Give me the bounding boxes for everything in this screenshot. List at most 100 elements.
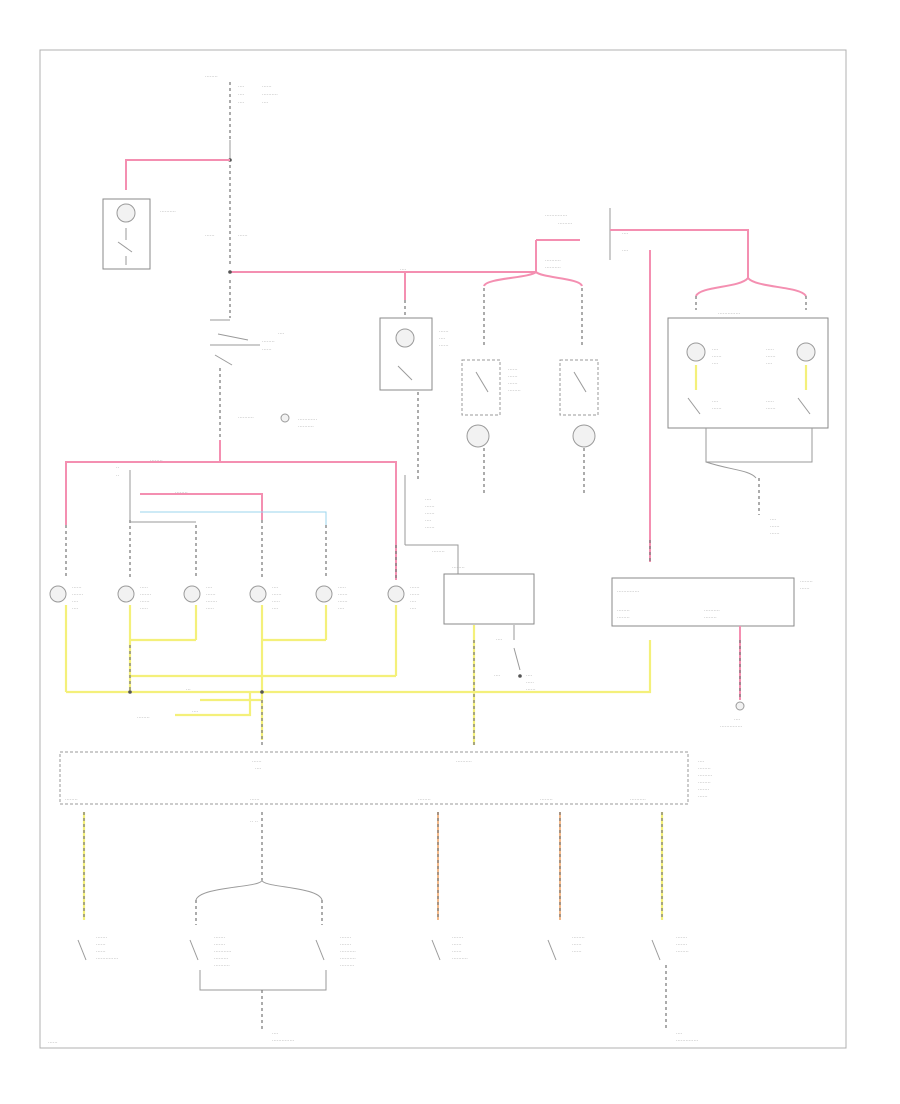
svg-text:......: ...... [140, 598, 150, 604]
svg-text:.....: ..... [140, 584, 148, 590]
svg-text:......: ...... [572, 941, 582, 947]
svg-text:....: .... [712, 346, 719, 352]
svg-text:..........: .......... [545, 264, 561, 270]
svg-text:....: .... [712, 398, 719, 404]
svg-text:......: ...... [508, 373, 518, 379]
svg-text:....: .... [622, 230, 629, 236]
bottom-switch-row: ....... ...... ...... .............. ...… [77, 934, 689, 968]
svg-text:.......: ....... [340, 934, 352, 940]
svg-text:......: ...... [206, 591, 216, 597]
svg-text:......: ...... [425, 524, 435, 530]
svg-text:......: ...... [712, 405, 722, 411]
svg-text:........: ........ [572, 934, 585, 940]
svg-text:......: ...... [272, 591, 282, 597]
svg-text:....: .... [410, 598, 417, 604]
svg-text:........: ........ [205, 73, 218, 79]
svg-text:......: ...... [452, 948, 462, 954]
svg-text:.......: ....... [676, 941, 688, 947]
svg-text:........: ........ [698, 779, 711, 785]
svg-text:......: ...... [439, 328, 449, 334]
svg-text:..........: .......... [630, 796, 646, 802]
svg-text:..............: .............. [545, 212, 568, 218]
svg-text:......: ...... [452, 941, 462, 947]
svg-text:....: .... [262, 99, 269, 105]
svg-text:..........: .......... [340, 948, 356, 954]
lamp-4: ................... [249, 584, 282, 611]
svg-text:..............: .............. [718, 310, 741, 316]
svg-text:..............: .............. [720, 723, 743, 729]
svg-text:....: .... [238, 99, 245, 105]
svg-text:....: .... [410, 605, 417, 611]
svg-text:........: ........ [418, 796, 431, 802]
svg-text:..........: .......... [545, 257, 561, 263]
svg-text:......: ...... [410, 591, 420, 597]
svg-text:........: ........ [508, 387, 521, 393]
svg-text:......: ...... [698, 793, 708, 799]
svg-text:...........: ........... [214, 948, 232, 954]
svg-text:..........: .......... [340, 955, 356, 961]
svg-text:.....: ..... [526, 679, 534, 685]
lamp-1: ..................... [49, 584, 84, 611]
illuminated-entry-module [611, 577, 795, 627]
svg-text:..........: .......... [262, 91, 278, 97]
lamp-5: ..................... [315, 584, 348, 611]
svg-text:......: ...... [766, 353, 776, 359]
svg-text:..: .. [116, 472, 120, 478]
svg-text:......: ...... [262, 346, 272, 352]
svg-text:..........: .......... [298, 423, 314, 429]
svg-text:..........: .......... [238, 414, 254, 420]
fuse-block-label: ........ ...... .......... .... .... ...… [205, 73, 278, 105]
svg-text:....: .... [72, 605, 79, 611]
svg-text:.......: ....... [214, 934, 226, 940]
svg-text:..........: .......... [452, 955, 468, 961]
svg-text:......: ...... [72, 584, 82, 590]
svg-text:....: .... [734, 716, 741, 722]
svg-text:......: ...... [338, 598, 348, 604]
svg-text:....: .... [338, 605, 345, 611]
reading-lamp-assembly: .............. .... ...... .... ..... ..… [667, 310, 829, 429]
svg-text:......: ...... [425, 510, 435, 516]
svg-text:......: ...... [425, 503, 435, 509]
svg-text:..............: .............. [617, 588, 640, 594]
dimmer-module-label: ........ [452, 564, 465, 570]
lamp-2: ....................... [117, 584, 152, 611]
svg-text:......: ...... [766, 405, 776, 411]
svg-text:..............: .............. [272, 1037, 295, 1043]
svg-text:.......: ....... [452, 934, 464, 940]
svg-text:....: .... [206, 584, 213, 590]
svg-text:..........: .......... [214, 962, 230, 968]
svg-text:...: ... [186, 686, 191, 692]
svg-text:......: ...... [205, 232, 215, 238]
svg-text:......: ...... [96, 941, 106, 947]
svg-text:......: ...... [238, 232, 248, 238]
svg-text:.......: ....... [214, 941, 226, 947]
corner-label: ...... [48, 1039, 58, 1045]
svg-text:....: .... [238, 91, 245, 97]
svg-text:......: ...... [250, 796, 260, 802]
svg-text:........: ........ [617, 607, 630, 613]
svg-text:......: ...... [508, 366, 518, 372]
svg-text:......: ...... [262, 83, 272, 89]
svg-text:........: ........ [65, 796, 78, 802]
svg-text:.....: ..... [140, 605, 148, 611]
svg-text:....: .... [272, 584, 279, 590]
svg-text:........: ........ [540, 796, 553, 802]
svg-text:.......: ....... [96, 934, 108, 940]
courtesy-lamp-bulb [116, 203, 136, 223]
svg-text:......: ...... [800, 585, 810, 591]
svg-text:....: .... [770, 516, 777, 522]
headlamp-switch-label: .... [278, 330, 285, 336]
svg-text:..: .. [116, 464, 120, 470]
body-control-module [59, 751, 689, 805]
svg-text:..........: .......... [704, 607, 720, 613]
svg-text:....: .... [622, 247, 629, 253]
svg-text:......: ...... [770, 530, 780, 536]
svg-text:........: ........ [617, 614, 630, 620]
svg-text:.......: ....... [698, 786, 710, 792]
svg-text:........: ........ [150, 457, 163, 463]
svg-text:....: .... [255, 765, 262, 771]
svg-text:..............: .............. [676, 1037, 699, 1043]
lamp-row: ..................... ..................… [49, 584, 420, 611]
